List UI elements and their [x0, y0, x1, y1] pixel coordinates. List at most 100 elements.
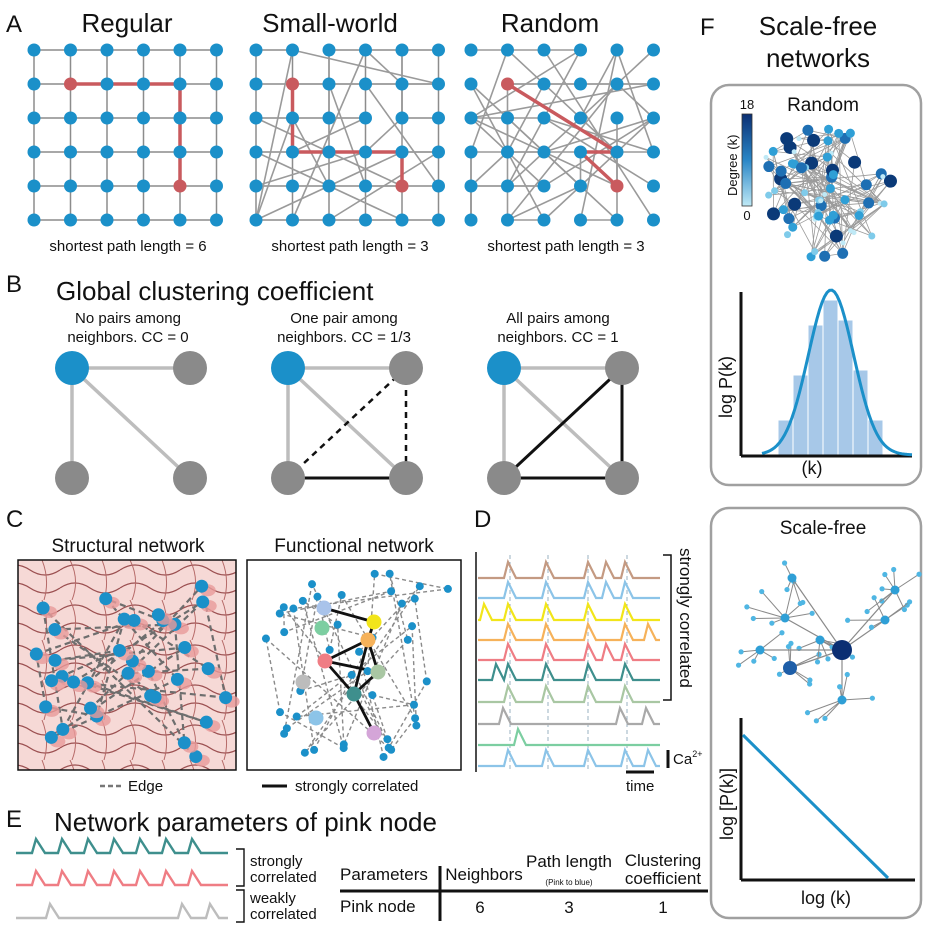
- ca-scale-label: Ca2+: [673, 749, 702, 768]
- node: [501, 111, 514, 125]
- node: [359, 43, 372, 57]
- node: [819, 250, 831, 262]
- edge: [35, 619, 135, 656]
- calcium-trace: [478, 640, 660, 662]
- panel-f-letter: F: [700, 14, 715, 41]
- case1-line1: No pairs among: [75, 310, 181, 327]
- neuron-node: [170, 672, 184, 686]
- node: [647, 179, 660, 193]
- table-header-path-length: Path length: [526, 852, 612, 871]
- endpoint-node: [286, 77, 299, 91]
- table-cell-clustering: 1: [658, 898, 667, 917]
- node: [370, 569, 379, 578]
- edge-legend-label: Edge: [128, 778, 163, 795]
- node: [322, 145, 336, 159]
- neighbor-node: [173, 351, 207, 385]
- node: [249, 145, 263, 159]
- node: [464, 77, 478, 91]
- random-ylabel: log P(k): [716, 356, 736, 418]
- node: [286, 111, 299, 125]
- node: [100, 213, 114, 227]
- regular-network: [27, 43, 223, 227]
- power-law-line: [741, 733, 890, 880]
- node: [822, 715, 828, 721]
- node: [249, 43, 263, 57]
- edge: [42, 607, 64, 730]
- functional-network-frame: [246, 559, 462, 771]
- node: [432, 179, 445, 193]
- node: [100, 77, 114, 91]
- node: [834, 128, 844, 138]
- edge: [72, 601, 204, 683]
- node: [64, 43, 77, 57]
- node: [776, 671, 783, 677]
- node: [313, 592, 322, 601]
- edge: [841, 589, 896, 651]
- node: [880, 200, 888, 208]
- node: [574, 179, 587, 193]
- neighbor-node: [605, 461, 639, 495]
- node: [880, 174, 886, 180]
- node: [868, 232, 876, 240]
- neuron-node: [67, 675, 81, 689]
- node: [337, 591, 346, 600]
- node: [840, 240, 846, 246]
- node: [325, 645, 334, 654]
- weak-label-1: weakly: [249, 890, 296, 907]
- node: [173, 77, 187, 91]
- node: [412, 721, 421, 730]
- edge: [389, 573, 409, 641]
- neuron-node: [99, 592, 113, 606]
- node: [27, 145, 41, 159]
- node: [249, 77, 263, 91]
- edge: [86, 619, 164, 684]
- center-node: [487, 351, 521, 385]
- weak-label-2: correlated: [250, 906, 317, 923]
- node: [871, 595, 877, 601]
- node: [249, 213, 263, 227]
- node: [275, 609, 284, 618]
- edge: [784, 612, 813, 619]
- node: [845, 128, 855, 138]
- node: [359, 213, 372, 227]
- scale-free-box-title: Scale-free: [780, 518, 867, 539]
- node: [385, 569, 394, 578]
- example-traces: [16, 836, 228, 920]
- node: [322, 179, 336, 193]
- calcium-trace: [478, 725, 660, 747]
- node: [845, 617, 851, 623]
- node: [27, 111, 41, 125]
- node: [906, 599, 913, 605]
- node: [779, 630, 785, 636]
- edge: [328, 83, 367, 187]
- node: [432, 43, 445, 57]
- node: [210, 179, 223, 193]
- node: [249, 111, 263, 125]
- edge: [773, 151, 828, 158]
- neuron-node: [48, 623, 62, 637]
- strong-label-1: strongly: [250, 853, 303, 870]
- neuron-node: [201, 662, 215, 676]
- gaussian-fit: [761, 288, 913, 457]
- node: [647, 111, 660, 125]
- edge: [765, 156, 831, 189]
- edge: [292, 49, 439, 85]
- node: [395, 213, 409, 227]
- highlight-node: [295, 674, 311, 690]
- edge: [894, 573, 920, 591]
- node: [804, 710, 811, 716]
- regular-caption: shortest path length = 6: [49, 238, 206, 255]
- node: [574, 213, 587, 227]
- edge: [506, 83, 618, 221]
- node: [173, 43, 187, 57]
- node: [359, 179, 372, 193]
- edge: [761, 591, 786, 619]
- neuron-node: [36, 601, 50, 615]
- node: [64, 213, 77, 227]
- highlight-node: [314, 620, 330, 636]
- edge: [291, 49, 367, 221]
- random-degree-network: [763, 124, 897, 262]
- node: [837, 247, 849, 259]
- random-xlabel: (k): [802, 458, 823, 478]
- edge: [388, 573, 418, 726]
